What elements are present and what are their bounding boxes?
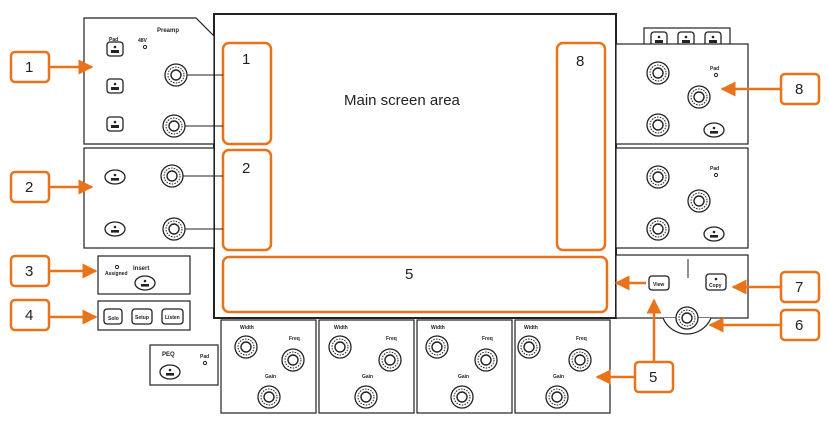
main-screen-label: Main screen area <box>344 92 461 109</box>
eq-band-4: Width Freq Gain <box>514 319 611 414</box>
eq3-gain-label: Gain <box>458 374 469 380</box>
solo-label: Solo <box>108 316 119 322</box>
callout-7-label: 7 <box>795 279 803 296</box>
gain-knob[interactable] <box>164 63 188 87</box>
trim-knob[interactable] <box>162 114 186 138</box>
peq-in-button[interactable] <box>159 364 181 380</box>
callout-8-label: 8 <box>795 81 803 98</box>
insert-title: Insert <box>133 266 149 272</box>
eq4-freq-knob[interactable] <box>568 348 592 372</box>
phantom-label: 48V <box>138 38 148 44</box>
assigned-label: Assigned <box>105 271 128 277</box>
callout-2-label: 2 <box>25 179 33 196</box>
eq4-freq-label: Freq <box>576 336 587 342</box>
preamp-button-3[interactable] <box>106 116 124 132</box>
right-bottom-panel: View Copy <box>615 254 749 335</box>
left-panel-2 <box>83 147 223 249</box>
zone-8-box <box>555 41 607 252</box>
eq2-freq-label: Freq <box>386 336 397 342</box>
peq-title: PEQ <box>162 352 175 358</box>
right2-button[interactable] <box>703 226 725 242</box>
listen-label: Listen <box>165 315 180 321</box>
panel2-button-1[interactable] <box>104 169 126 185</box>
view-button[interactable] <box>648 275 670 291</box>
eq4-width-knob[interactable] <box>517 335 541 359</box>
eq2-freq-knob[interactable] <box>378 348 402 372</box>
callout-4-label: 4 <box>25 307 33 324</box>
zone-1-box <box>221 41 273 146</box>
eq3-freq-label: Freq <box>482 336 493 342</box>
setup-label: Setup <box>135 315 149 321</box>
panel2-button-2[interactable] <box>104 221 126 237</box>
eq3-width-knob[interactable] <box>425 335 449 359</box>
eq1-width-label: Width <box>240 325 254 331</box>
insert-panel: Insert Assigned <box>97 255 191 295</box>
data-wheel[interactable] <box>675 306 699 330</box>
right8-knob-3[interactable] <box>646 113 670 137</box>
right-pad-label-1: Pad <box>710 66 719 72</box>
insert-in-button[interactable] <box>134 275 156 291</box>
pad-button[interactable] <box>106 78 124 94</box>
right-pad-label-2: Pad <box>710 166 719 172</box>
eq1-gain-label: Gain <box>265 374 276 380</box>
eq4-width-label: Width <box>524 325 538 331</box>
eq1-freq-label: Freq <box>289 336 300 342</box>
zone-8-label: 8 <box>576 53 584 70</box>
eq2-width-knob[interactable] <box>328 335 352 359</box>
solo-button[interactable] <box>103 308 123 325</box>
eq-band-3: Width Freq Gain <box>416 319 513 414</box>
eq4-gain-knob[interactable] <box>545 385 569 409</box>
eq-band-2: Width Freq Gain <box>318 319 415 414</box>
peq-pad-label: Pad <box>200 354 209 360</box>
eq3-width-label: Width <box>431 325 445 331</box>
pad-label: Pad <box>109 37 118 43</box>
zone-1-label: 1 <box>242 51 250 68</box>
callout-1-label: 1 <box>25 59 33 76</box>
eq4-gain-label: Gain <box>553 374 564 380</box>
callouts: 1 2 3 4 8 7 6 5 <box>9 50 821 394</box>
preamp-panel: Preamp 48V Pad <box>83 17 223 145</box>
right-panel-2: Pad <box>615 147 749 249</box>
view-label: View <box>653 282 664 288</box>
eq1-width-knob[interactable] <box>234 335 258 359</box>
preamp-button-1[interactable] <box>106 41 124 57</box>
panel2-knob-2[interactable] <box>162 217 186 241</box>
callout-3-label: 3 <box>25 263 33 280</box>
callout-6-label: 6 <box>795 317 803 334</box>
right8-button[interactable] <box>703 122 725 138</box>
setup-button[interactable] <box>131 308 153 325</box>
eq1-freq-knob[interactable] <box>281 348 305 372</box>
right2-knob-2[interactable] <box>687 189 711 213</box>
copy-button[interactable] <box>705 273 727 291</box>
peq-panel: PEQ Pad <box>149 344 219 386</box>
eq2-gain-label: Gain <box>362 374 373 380</box>
copy-label: Copy <box>709 283 722 289</box>
panel2-knob-1[interactable] <box>160 164 184 188</box>
preamp-title: Preamp <box>157 28 179 34</box>
right2-knob-1[interactable] <box>646 165 670 189</box>
zone-2-label: 2 <box>242 160 250 177</box>
buttons-row-panel: Solo Setup Listen <box>97 300 191 331</box>
eq1-gain-knob[interactable] <box>257 385 281 409</box>
callout-4-box <box>9 298 51 332</box>
zone-5-box <box>221 255 609 314</box>
zone-2-box <box>221 148 273 252</box>
eq3-freq-knob[interactable] <box>474 348 498 372</box>
right2-knob-3[interactable] <box>646 217 670 241</box>
zone-5-label: 5 <box>405 266 413 283</box>
right8-knob-1[interactable] <box>646 61 670 85</box>
eq3-gain-knob[interactable] <box>450 385 474 409</box>
right-panel-8: Pad <box>615 43 749 145</box>
eq2-gain-knob[interactable] <box>354 385 378 409</box>
main-screen: 1 2 8 5 Main screen area <box>213 13 617 319</box>
right8-knob-2[interactable] <box>687 85 711 109</box>
eq2-width-label: Width <box>334 325 348 331</box>
listen-button[interactable] <box>161 308 184 325</box>
callout-5-label: 5 <box>649 369 657 386</box>
eq-band-1: Width Freq Gain <box>220 319 317 414</box>
